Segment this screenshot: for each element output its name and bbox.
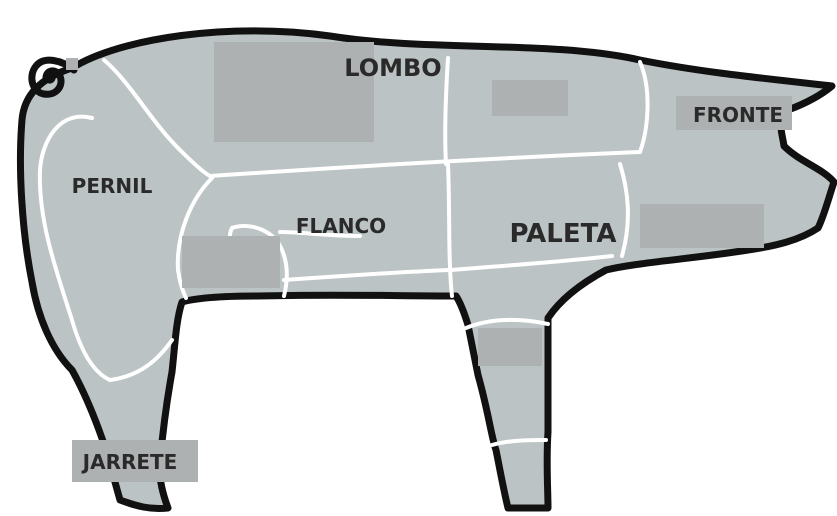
box-flank-lower xyxy=(182,236,280,288)
label-jarrete: JARRETE xyxy=(81,450,178,474)
box-right-shoulder xyxy=(640,204,764,248)
label-pernil: PERNIL xyxy=(72,174,153,198)
label-paleta: PALETA xyxy=(510,219,617,249)
box-lombo-right xyxy=(492,80,568,116)
box-leg xyxy=(478,328,542,366)
tail-marker xyxy=(66,58,78,70)
label-lombo: LOMBO xyxy=(344,54,441,82)
label-flanco: FLANCO xyxy=(296,214,386,238)
label-fronte: FRONTE xyxy=(693,103,783,127)
